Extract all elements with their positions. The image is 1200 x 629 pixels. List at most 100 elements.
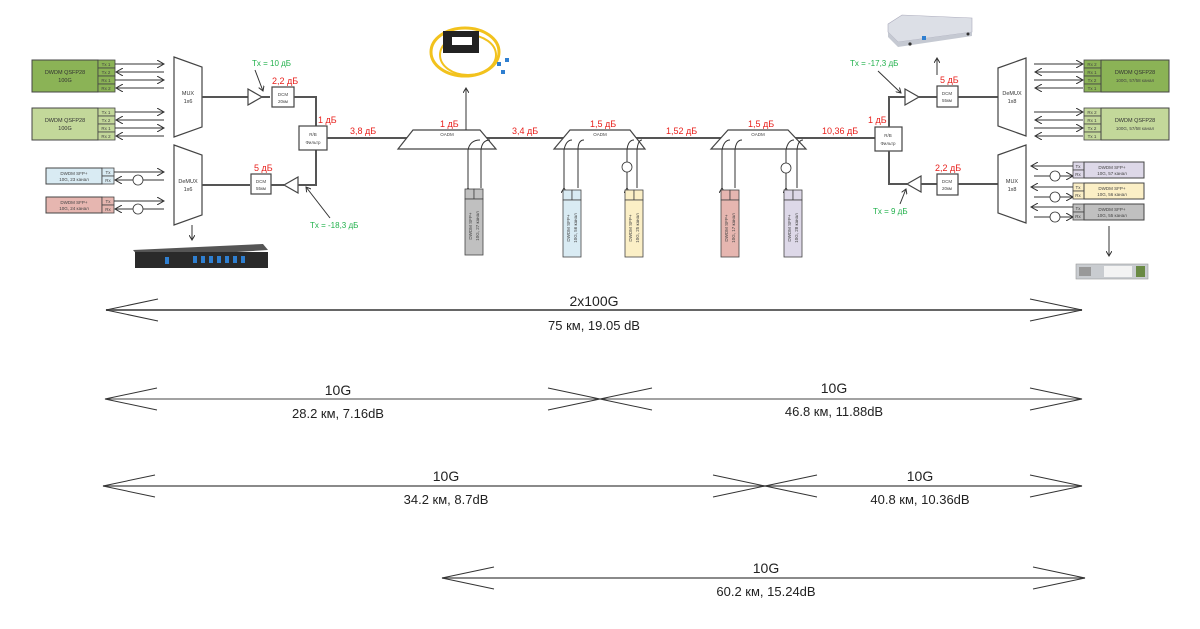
amplifier-icon <box>905 174 922 194</box>
oadm3-drop-sfp-b[interactable]: DWDM SFP+ 10G, 28 канал <box>783 189 803 258</box>
filter-loss: 1 дБ <box>318 115 337 125</box>
left-qsfp-1[interactable]: DWDM QSFP28 100G Tx 1 Tx 2 Rx 1 Rx 2 <box>31 59 116 93</box>
port-label: Rx <box>1075 193 1081 198</box>
segment-loss: 10,36 дБ <box>822 126 858 136</box>
left-site: DWDM QSFP28 100G Tx 1 Tx 2 Rx 1 Rx 2 DWD… <box>31 56 358 268</box>
left-dcm-tx[interactable]: DCM 20км 2,2 дБ <box>271 76 298 108</box>
port-label: Tx 1 <box>1088 134 1097 139</box>
oadm-name: OADM <box>440 132 454 137</box>
left-rb-filter[interactable]: R/B Фильтр 1 дБ <box>298 115 337 151</box>
port-label: Tx <box>1076 185 1082 190</box>
attenuator-icon <box>621 161 633 173</box>
left-mux[interactable]: MUX 1x6 <box>173 56 203 138</box>
right-sfp-2[interactable]: Tx Rx DWDM SFP+ 10G, 56 канал <box>1072 182 1145 200</box>
oadm3-drop-sfp-a[interactable]: DWDM SFP+ 10G, 17 канал <box>720 189 740 258</box>
dcm-name: DCM <box>278 92 288 97</box>
module-desc: 10G, 27 канал <box>475 211 480 241</box>
port-label: Rx 2 <box>1087 62 1097 67</box>
left-qsfp-2[interactable]: DWDM QSFP28 100G Tx 1 Tx 2 Rx 1 Rx 2 <box>31 107 116 141</box>
port-label: Tx 1 <box>1088 86 1097 91</box>
module-desc: 10G, 24 канал <box>59 206 89 211</box>
filter-name: R/B <box>884 133 892 138</box>
oadm-3[interactable]: OADM 1,5 дБ <box>709 119 808 150</box>
filter-loss: 1 дБ <box>868 115 887 125</box>
span-rate: 10G <box>821 380 847 396</box>
module-name: DWDM SFP+ <box>1098 207 1125 212</box>
port-label: Rx <box>105 207 111 212</box>
port-label: Tx <box>1076 206 1082 211</box>
port-label: Tx 1 <box>102 62 111 67</box>
dcm-loss: 2,2 дБ <box>272 76 298 86</box>
module-name: DWDM SFP+ <box>1098 186 1125 191</box>
left-dcm-rx[interactable]: DCM 55км 5 дБ <box>250 163 273 195</box>
port-label: Tx 2 <box>102 70 111 75</box>
port-label: Rx <box>105 178 111 183</box>
module-desc: 10G, 28 канал <box>794 213 799 243</box>
left-demux[interactable]: DeMUX 1x6 <box>173 144 203 226</box>
span-rate: 10G <box>433 468 459 484</box>
left-sfp-1[interactable]: DWDM SFP+ 10G, 23 канал Tx Rx <box>45 167 115 185</box>
port-label: Rx 1 <box>1087 70 1097 75</box>
oadm-module-photo <box>429 26 509 78</box>
dcm-loss: 5 дБ <box>254 163 273 173</box>
port-label: Rx 1 <box>101 126 111 131</box>
module-desc: 10G, 17 канал <box>731 213 736 243</box>
span-detail: 34.2 км, 8.7dB <box>404 492 489 507</box>
right-dcm-tx[interactable]: DCM 20км 2,2 дБ <box>935 163 961 196</box>
attenuator-icon <box>132 174 144 186</box>
demux-name: DeMUX <box>1002 91 1022 97</box>
right-qsfp-2[interactable]: Rx 2 Rx 1 Tx 2 Tx 1 DWDM QSFP28 100G, 57… <box>1083 107 1170 141</box>
module-name: DWDM SFP+ <box>628 214 633 241</box>
port-label: Tx <box>1076 164 1082 169</box>
right-qsfp-1[interactable]: Rx 2 Rx 1 Tx 2 Tx 1 DWDM QSFP28 100G, 57… <box>1083 59 1170 93</box>
right-sfp-1[interactable]: Tx Rx DWDM SFP+ 10G, 57 канал <box>1072 161 1145 179</box>
filter-sub: Фильтр <box>305 140 321 145</box>
oadm1-drop-sfp[interactable]: DWDM SFP+ 10G, 27 канал <box>464 188 484 256</box>
oadm-loss: 1 дБ <box>440 119 459 129</box>
oadm-2[interactable]: OADM 1,5 дБ <box>552 119 647 150</box>
demux-size: 1x8 <box>1008 99 1017 105</box>
port-label: Rx <box>1075 172 1081 177</box>
dcm-len: 20км <box>278 99 288 104</box>
oadm2-drop-sfp-a[interactable]: DWDM SFP+ 10G, 56 канал <box>562 189 582 258</box>
span-10g-d: 10G 40.8 км, 10.36dB <box>764 468 1083 507</box>
span-detail: 75 км, 19.05 dB <box>548 318 640 333</box>
port-label: Tx <box>106 199 112 204</box>
span-rate: 2x100G <box>569 293 618 309</box>
mux-name: MUX <box>1006 179 1019 185</box>
amp-power-label: Tx = -17,3 дБ <box>850 59 898 68</box>
mux-size: 1x6 <box>184 99 193 105</box>
mux-chassis-photo <box>887 14 973 47</box>
module-rate: 100G <box>58 126 71 132</box>
filter-sub: Фильтр <box>880 141 896 146</box>
dcm-loss: 5 дБ <box>940 75 959 85</box>
oadm2-drop-sfp-b[interactable]: DWDM SFP+ 10G, 25 канал <box>624 189 644 258</box>
module-rate: 100G <box>58 78 71 84</box>
span-rate: 10G <box>907 468 933 484</box>
right-rb-filter[interactable]: R/B Фильтр 1 дБ <box>868 115 903 152</box>
module-name: DWDM SFP+ <box>724 214 729 241</box>
span-detail: 46.8 км, 11.88dB <box>785 404 883 419</box>
mux-name: MUX <box>182 91 195 97</box>
oadm-1[interactable]: OADM 1 дБ <box>396 119 498 150</box>
span-10g-a: 10G 28.2 км, 7.16dB <box>104 382 601 421</box>
dcm-name: DCM <box>942 91 952 96</box>
port-label: Rx <box>1075 214 1081 219</box>
right-mux[interactable]: MUX 1x8 <box>997 144 1027 224</box>
span-detail: 28.2 км, 7.16dB <box>292 406 384 421</box>
right-sfp-3[interactable]: Tx Rx DWDM SFP+ 10G, 55 канал <box>1072 203 1145 221</box>
left-sfp-2[interactable]: DWDM SFP+ 10G, 24 канал Tx Rx <box>45 196 115 214</box>
span-detail: 40.8 км, 10.36dB <box>870 492 969 507</box>
port-label: Tx 2 <box>102 118 111 123</box>
mux-size: 1x8 <box>1008 187 1017 193</box>
module-name: DWDM SFP+ <box>566 214 571 241</box>
module-name: DWDM SFP+ <box>1098 165 1125 170</box>
left-qsfp-fibers <box>115 64 164 136</box>
demux-rack-photo <box>133 244 268 268</box>
right-dcm-rx[interactable]: DCM 55км 5 дБ <box>936 75 959 108</box>
right-site: R/B Фильтр 1 дБ Tx = -17,3 дБ DCM 55км 5… <box>850 14 1170 280</box>
module-name: DWDM QSFP28 <box>1115 70 1155 76</box>
module-name: DWDM QSFP28 <box>45 70 85 76</box>
right-demux[interactable]: DeMUX 1x8 <box>997 57 1027 137</box>
amp-power-label: Tx = 9 дБ <box>873 207 908 216</box>
